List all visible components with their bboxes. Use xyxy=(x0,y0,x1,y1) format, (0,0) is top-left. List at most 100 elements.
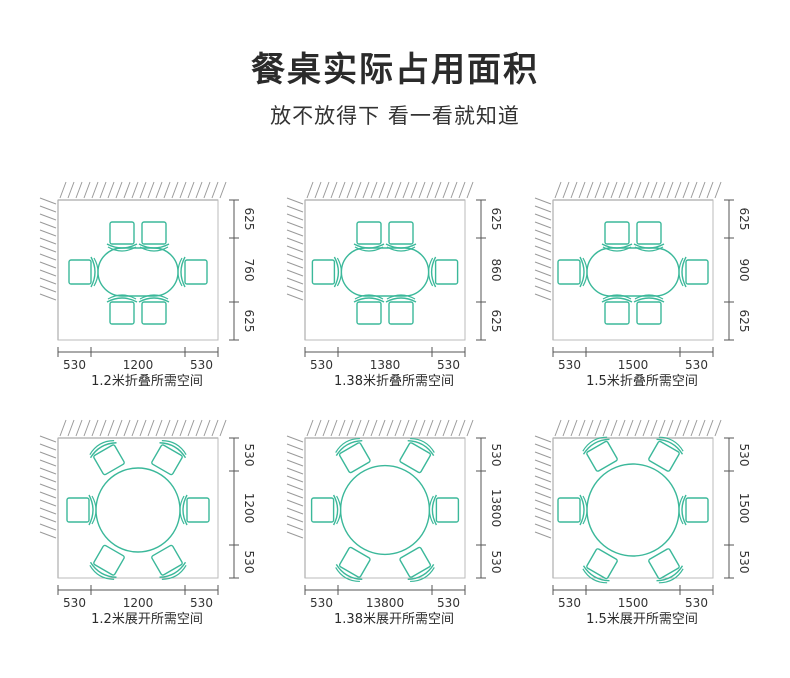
wall-hatch xyxy=(91,419,99,437)
wall-hatch xyxy=(690,181,698,199)
wall-hatch xyxy=(91,181,99,199)
dimension-label: 625 xyxy=(737,207,751,231)
wall-hatch xyxy=(658,181,666,199)
wall-hatch xyxy=(286,237,304,245)
wall-hatch xyxy=(39,237,57,245)
wall-hatch xyxy=(286,293,304,301)
dimension-label: 530 xyxy=(310,596,333,610)
wall-hatch xyxy=(83,181,91,199)
dimension-label: 1500 xyxy=(617,358,649,372)
wall-hatch xyxy=(534,523,552,531)
wall-hatch xyxy=(674,181,682,199)
chair xyxy=(399,437,435,474)
wall-hatch xyxy=(534,229,552,237)
wall-hatch xyxy=(330,419,338,437)
wall-hatch xyxy=(314,181,322,199)
dimension-label: 530 xyxy=(242,443,256,466)
dimension-label: 530 xyxy=(310,358,333,372)
wall-hatch xyxy=(410,181,418,199)
chair xyxy=(428,494,460,526)
wall-hatch xyxy=(650,181,658,199)
wall-hatch xyxy=(155,419,163,437)
wall-hatch xyxy=(203,419,211,437)
folded-table xyxy=(97,247,179,297)
chair xyxy=(151,440,187,476)
dimension-label: 530 xyxy=(685,358,708,372)
dimension-label: 530 xyxy=(558,596,581,610)
wall-hatch xyxy=(426,419,434,437)
diagram-caption: 1.2米展开所需空间 xyxy=(91,612,203,627)
wall-hatch xyxy=(714,181,722,199)
wall-hatch xyxy=(578,181,586,199)
wall-hatch xyxy=(286,523,304,531)
wall-hatch xyxy=(534,531,552,539)
chair xyxy=(557,256,588,288)
wall-hatch xyxy=(618,181,626,199)
chair xyxy=(678,256,709,288)
wall-hatch xyxy=(586,181,594,199)
chair xyxy=(601,221,633,252)
wall-hatch xyxy=(131,419,139,437)
wall-hatch xyxy=(39,261,57,269)
wall-hatch xyxy=(442,181,450,199)
wall-hatch xyxy=(450,419,458,437)
dimension-label: 530 xyxy=(737,443,751,466)
chair xyxy=(582,436,618,472)
wall-hatch xyxy=(39,475,57,483)
wall-hatch xyxy=(75,181,83,199)
wall-hatch xyxy=(211,419,219,437)
chair xyxy=(385,294,417,325)
dimension-label: 530 xyxy=(242,550,256,573)
wall-hatch xyxy=(131,181,139,199)
room-boundary xyxy=(57,437,219,579)
wall-hatch xyxy=(39,269,57,277)
chair xyxy=(106,221,138,252)
chair xyxy=(633,221,665,252)
wall-hatch xyxy=(458,181,466,199)
dimension-label: 1500 xyxy=(617,596,649,610)
wall-hatch xyxy=(434,181,442,199)
wall-hatch xyxy=(286,197,304,205)
wall-hatch xyxy=(75,419,83,437)
chair xyxy=(106,294,138,325)
wall-hatch xyxy=(163,181,171,199)
chair xyxy=(179,494,210,526)
wall-hatch xyxy=(39,507,57,515)
wall-hatch xyxy=(155,181,163,199)
wall-hatch xyxy=(286,213,304,221)
wall-hatch xyxy=(370,181,378,199)
wall-hatch xyxy=(179,419,187,437)
wall-hatch xyxy=(626,419,634,437)
wall-hatch xyxy=(402,419,410,437)
wall-hatch xyxy=(39,531,57,539)
wall-hatch xyxy=(286,221,304,229)
wall-hatch xyxy=(286,261,304,269)
wall-hatch xyxy=(534,499,552,507)
wall-hatch xyxy=(534,277,552,285)
wall-hatch xyxy=(286,483,304,491)
dimension-label: 1380 xyxy=(369,358,401,372)
wall-hatch xyxy=(534,467,552,475)
wall-hatch xyxy=(39,277,57,285)
wall-hatch xyxy=(554,419,562,437)
chair xyxy=(648,436,684,472)
wall-hatch xyxy=(534,443,552,451)
chair xyxy=(89,440,125,476)
wall-hatch xyxy=(534,221,552,229)
wall-hatch xyxy=(602,419,610,437)
wall-hatch xyxy=(286,459,304,467)
round-table xyxy=(95,467,181,553)
wall-hatch xyxy=(39,213,57,221)
wall-hatch xyxy=(286,467,304,475)
room-boundary xyxy=(57,199,219,341)
wall-hatch xyxy=(402,181,410,199)
wall-hatch xyxy=(714,419,722,437)
diagram-caption: 1.2米折叠所需空间 xyxy=(91,374,203,389)
dimension-label: 900 xyxy=(737,258,751,282)
wall-hatch xyxy=(171,419,179,437)
wall-hatch xyxy=(706,419,714,437)
wall-hatch xyxy=(286,491,304,499)
dimension-label: 1500 xyxy=(737,492,751,524)
